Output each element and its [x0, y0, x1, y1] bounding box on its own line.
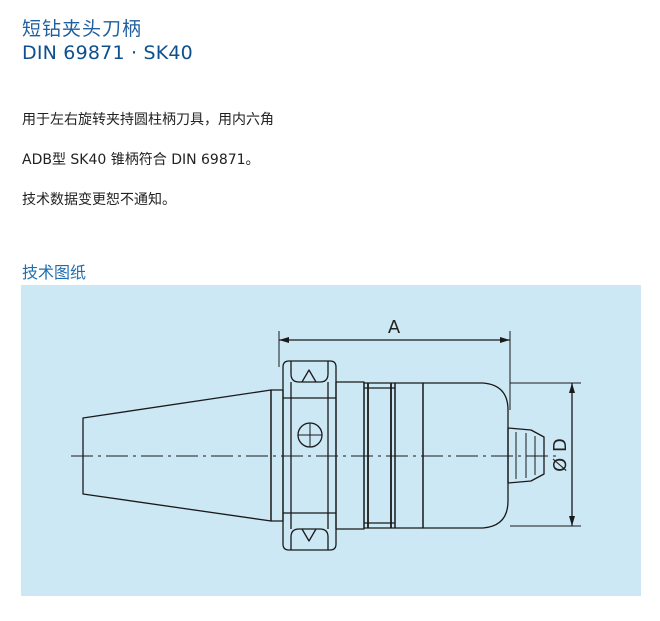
holder-neck — [335, 381, 365, 530]
v-groove-top — [290, 361, 329, 383]
dimension-d-label: Ø D — [550, 438, 571, 472]
description-line-1: 用于左右旋转夹持圆柱柄刀具，用内六角 — [22, 112, 274, 128]
chuck-nose-taper — [422, 382, 509, 529]
page-title-chinese: 短钻夹头刀柄 — [22, 18, 143, 40]
v-groove-top-notch — [301, 369, 317, 383]
v-flange-collar — [282, 360, 337, 551]
chuck-jaws — [507, 427, 545, 484]
dimension-a-label: A — [388, 317, 401, 338]
description-line-3: 技术数据变更恕不通知。 — [22, 192, 176, 208]
technical-drawing-panel: A Ø D — [21, 285, 641, 596]
drill-chuck-holder-drawing: A Ø D — [71, 317, 581, 551]
technical-drawing-heading: 技术图纸 — [22, 263, 87, 282]
v-groove-bottom-notch — [301, 528, 317, 542]
page-title-standard: DIN 69871 · SK40 — [22, 42, 193, 64]
description-line-2: ADB型 SK40 锥柄符合 DIN 69871。 — [22, 152, 260, 168]
v-groove-bottom — [290, 528, 329, 550]
